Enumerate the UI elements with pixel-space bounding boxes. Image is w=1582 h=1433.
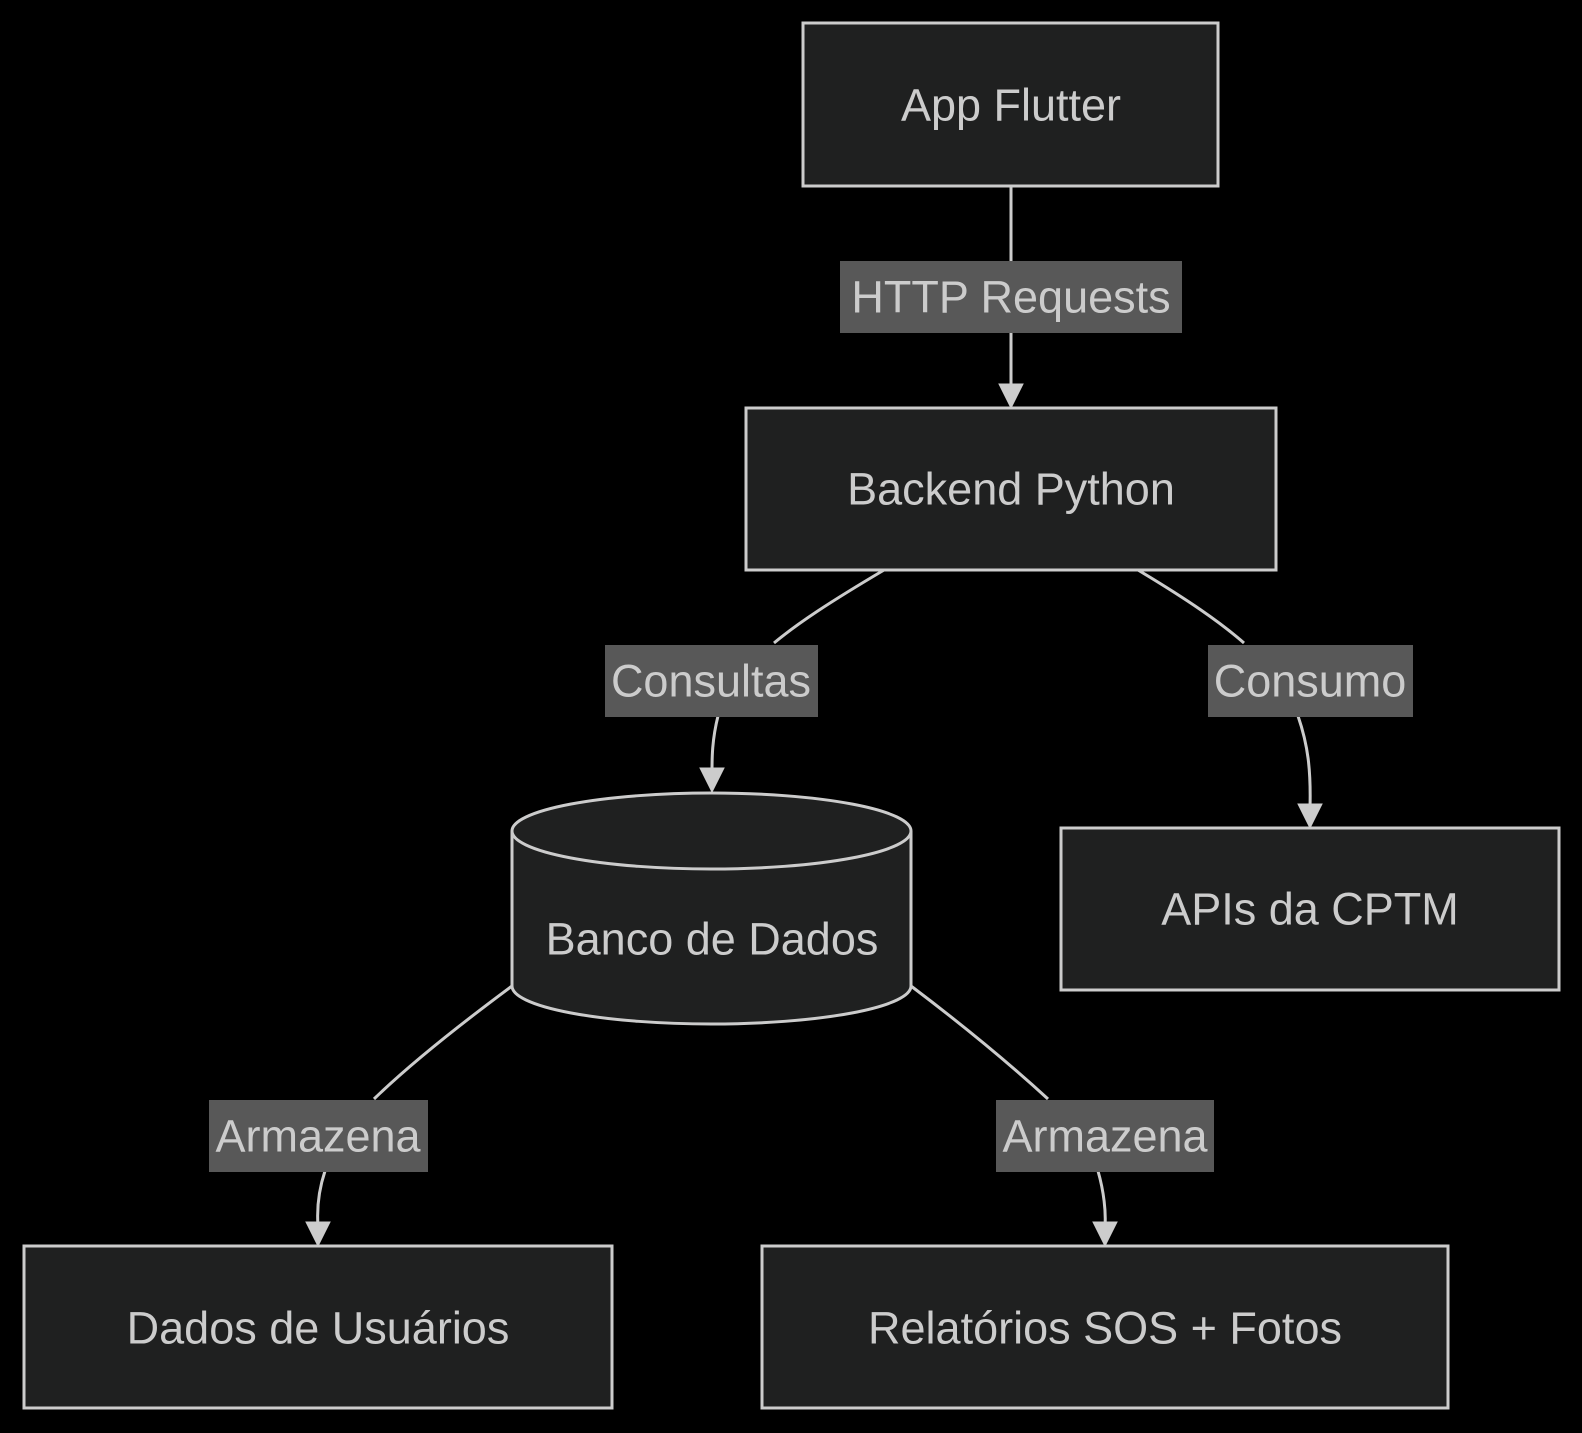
node-app-flutter[interactable]: App Flutter <box>801 21 1220 188</box>
edge-label-text-database-users: Armazena <box>215 1111 421 1162</box>
arrowhead-backend-database <box>699 767 725 794</box>
nodes: App Flutter Backend Python Banco de Dado… <box>22 21 1561 1410</box>
arrowhead-app-backend <box>998 383 1024 410</box>
database-cylinder-top <box>510 830 913 871</box>
database-cylinder-body <box>510 791 913 1026</box>
arrowhead-backend-apis <box>1297 803 1323 830</box>
edges <box>305 186 1323 1248</box>
node-label-database: Banco de Dados <box>546 914 879 965</box>
node-database[interactable]: Banco de Dados <box>510 791 913 1026</box>
edge-label-backend-apis: Consumo <box>1208 645 1413 717</box>
edge-label-database-reports: Armazena <box>996 1100 1214 1172</box>
edge-backend-apis <box>1137 568 1312 809</box>
edge-label-text-app-backend: HTTP Requests <box>851 272 1170 323</box>
edge-label-backend-database: Consultas <box>605 645 818 717</box>
edge-label-text-backend-database: Consultas <box>611 656 811 707</box>
node-label-backend-python: Backend Python <box>847 464 1175 515</box>
arrowhead-database-reports <box>1092 1221 1118 1248</box>
edge-label-app-backend: HTTP Requests <box>840 261 1182 333</box>
edge-label-text-database-reports: Armazena <box>1002 1111 1208 1162</box>
node-apis-cptm[interactable]: APIs da CPTM <box>1059 826 1561 992</box>
arrowhead-database-users <box>305 1221 331 1248</box>
node-label-app-flutter: App Flutter <box>901 80 1121 131</box>
node-label-sos-reports: Relatórios SOS + Fotos <box>868 1303 1342 1354</box>
edge-labels: HTTP Requests Consultas Consumo Armazena… <box>209 261 1413 1172</box>
edge-label-database-users: Armazena <box>209 1100 428 1172</box>
node-label-user-data: Dados de Usuários <box>127 1303 510 1354</box>
node-label-apis-cptm: APIs da CPTM <box>1161 884 1459 935</box>
node-sos-reports[interactable]: Relatórios SOS + Fotos <box>760 1244 1450 1410</box>
edge-label-text-backend-apis: Consumo <box>1214 656 1407 707</box>
node-user-data[interactable]: Dados de Usuários <box>22 1244 614 1410</box>
node-backend-python[interactable]: Backend Python <box>744 406 1278 572</box>
